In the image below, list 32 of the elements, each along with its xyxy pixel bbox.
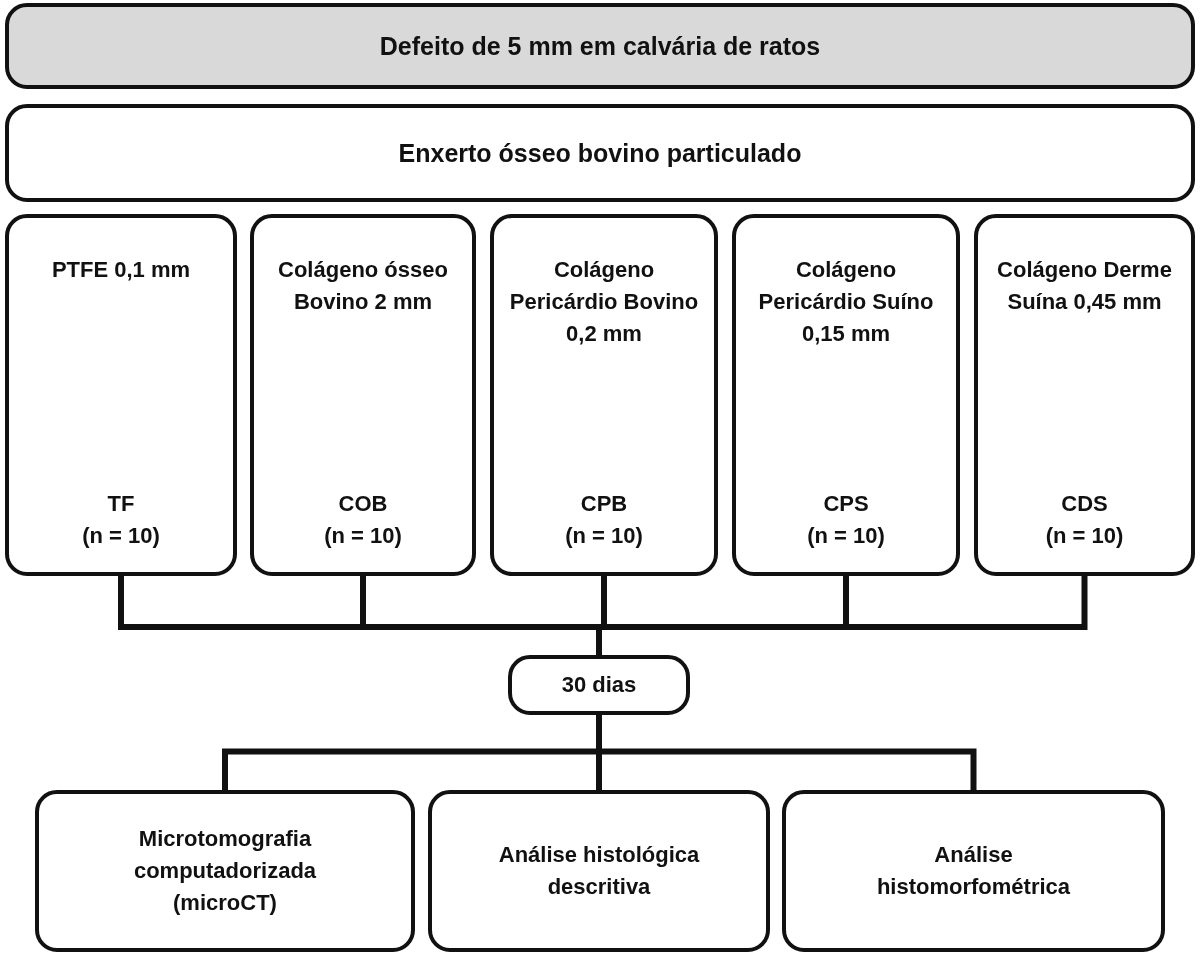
group-code: CDS	[1061, 490, 1108, 519]
box-label: Análise histomorfométrica	[875, 841, 1072, 901]
sample-size: (n = 10)	[807, 522, 885, 551]
box-label: Microtomografia computadorizada (microCT)	[132, 825, 318, 917]
group-code: COB	[338, 490, 388, 519]
box-label: 30 dias	[561, 671, 637, 700]
group-box	[490, 214, 718, 576]
analysis-box	[35, 790, 415, 952]
group-box	[5, 214, 237, 576]
sample-size: (n = 10)	[565, 522, 643, 551]
time-box	[508, 655, 690, 715]
process-box	[5, 104, 1195, 202]
analysis-box	[782, 790, 1165, 952]
sample-size: (n = 10)	[82, 522, 160, 551]
sample-size: (n = 10)	[1045, 522, 1124, 551]
group-box	[250, 214, 476, 576]
box-label: Análise histológica descritiva	[497, 841, 701, 901]
group-code: TF	[107, 490, 135, 519]
sample-size: (n = 10)	[324, 522, 402, 551]
group-box	[732, 214, 960, 576]
group-box	[974, 214, 1195, 576]
material-label: PTFE 0,1 mm	[51, 256, 191, 284]
group-code: CPB	[580, 490, 628, 519]
title-box	[5, 3, 1195, 89]
material-label: Colágeno Pericárdio Bovino 0,2 mm	[508, 256, 700, 348]
analysis-box	[428, 790, 770, 952]
material-label: Colágeno Pericárdio Suíno 0,15 mm	[757, 256, 935, 348]
box-label: Enxerto ósseo bovino particulado	[398, 137, 802, 169]
material-label: Colágeno Derme Suína 0,45 mm	[996, 256, 1173, 316]
material-label: Colágeno ósseo Bovino 2 mm	[277, 256, 449, 316]
box-label: Defeito de 5 mm em calvária de ratos	[379, 30, 821, 62]
group-code: CPS	[823, 490, 869, 519]
